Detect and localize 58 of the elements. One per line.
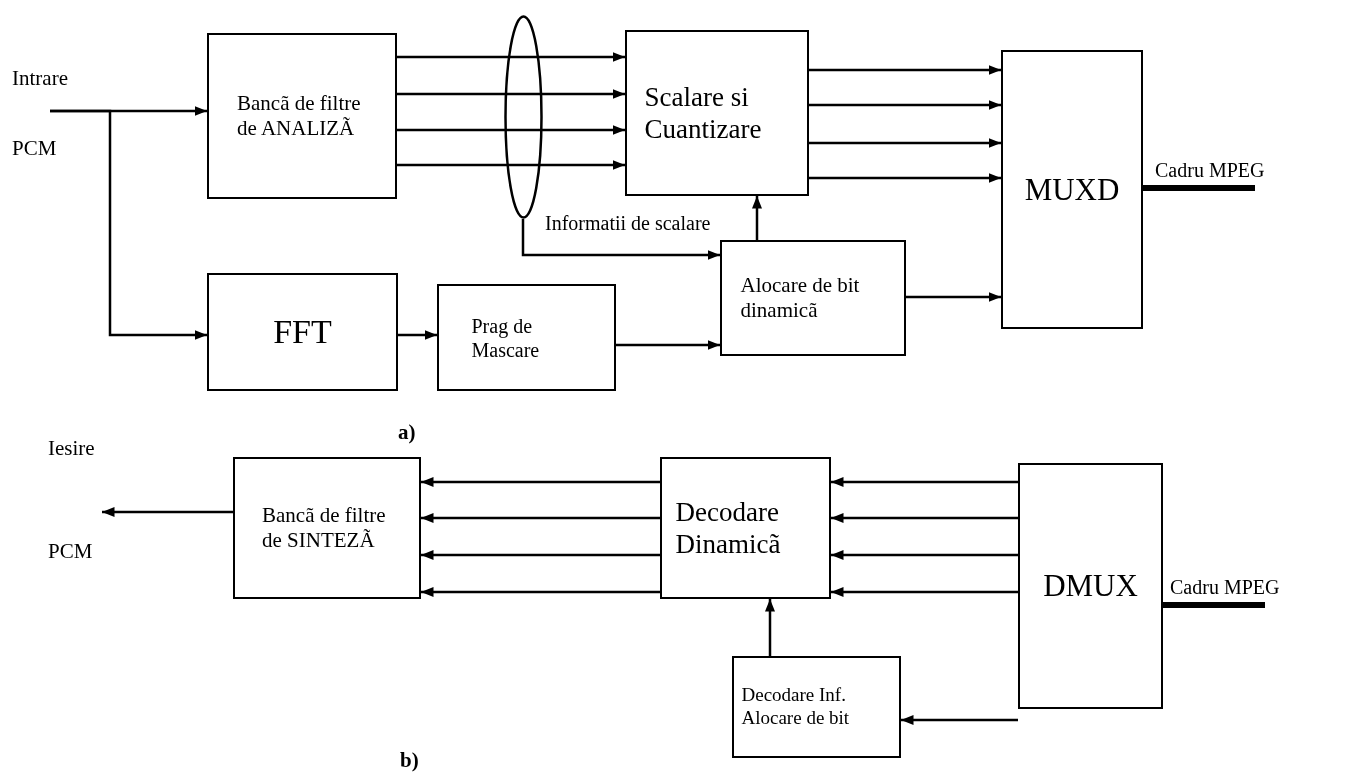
arrow [543, 89, 625, 99]
panel-label: a) [398, 420, 416, 446]
panel-label: b) [400, 748, 419, 774]
arrow [809, 100, 1001, 110]
arrow [809, 65, 1001, 75]
process-box [207, 273, 398, 391]
box-label: MUXD [1024, 170, 1120, 209]
arrow [901, 715, 1018, 725]
arrow [543, 52, 625, 62]
arrow [616, 340, 720, 350]
box-label: Bancã de filtre de SINTEZÃ [262, 502, 387, 554]
box-label: Bancã de filtre de ANALIZÃ [237, 90, 362, 142]
connector-line [397, 92, 504, 96]
arrow [521, 219, 720, 260]
process-box [732, 656, 901, 758]
process-box [1018, 463, 1163, 709]
arrow [831, 587, 1018, 597]
connector-line [397, 163, 504, 167]
box-label: Alocare de bit dinamicã [740, 272, 861, 324]
box-label: Prag de Mascare [471, 313, 541, 362]
arrow [421, 587, 660, 597]
process-box [720, 240, 906, 356]
connector-line [397, 128, 504, 132]
process-box [233, 457, 421, 599]
box-label: Decodare Dinamicã [675, 495, 782, 561]
process-box [207, 33, 397, 199]
box-label: FFT [273, 311, 332, 352]
arrow [543, 125, 625, 135]
signal-label: PCM [48, 538, 93, 564]
arrow [102, 507, 233, 517]
arrow [398, 330, 437, 340]
arrow [906, 292, 1001, 302]
arrow [752, 196, 762, 240]
arrow [421, 550, 660, 560]
signal-label: Intrare [12, 66, 68, 92]
connector-line [397, 55, 504, 59]
box-label: Scalare si Cuantizare [644, 80, 763, 146]
signal-label: PCM [12, 136, 57, 162]
arrow [421, 513, 660, 523]
box-label: Decodare Inf. Alocare de bit [741, 684, 851, 730]
connector-line [1163, 602, 1265, 608]
arrow [421, 477, 660, 487]
process-box [625, 30, 809, 196]
process-box [1001, 50, 1143, 329]
signal-label: Iesire [48, 436, 95, 462]
arrow [809, 138, 1001, 148]
process-box [660, 457, 831, 599]
grouping-ellipse [504, 15, 543, 219]
arrow [765, 599, 775, 656]
process-box [437, 284, 616, 391]
arrow [831, 477, 1018, 487]
arrow [831, 550, 1018, 560]
connector-line [1143, 185, 1255, 191]
box-label: DMUX [1043, 567, 1138, 605]
arrow [50, 109, 207, 340]
arrow [809, 173, 1001, 183]
arrow [543, 160, 625, 170]
arrow [831, 513, 1018, 523]
